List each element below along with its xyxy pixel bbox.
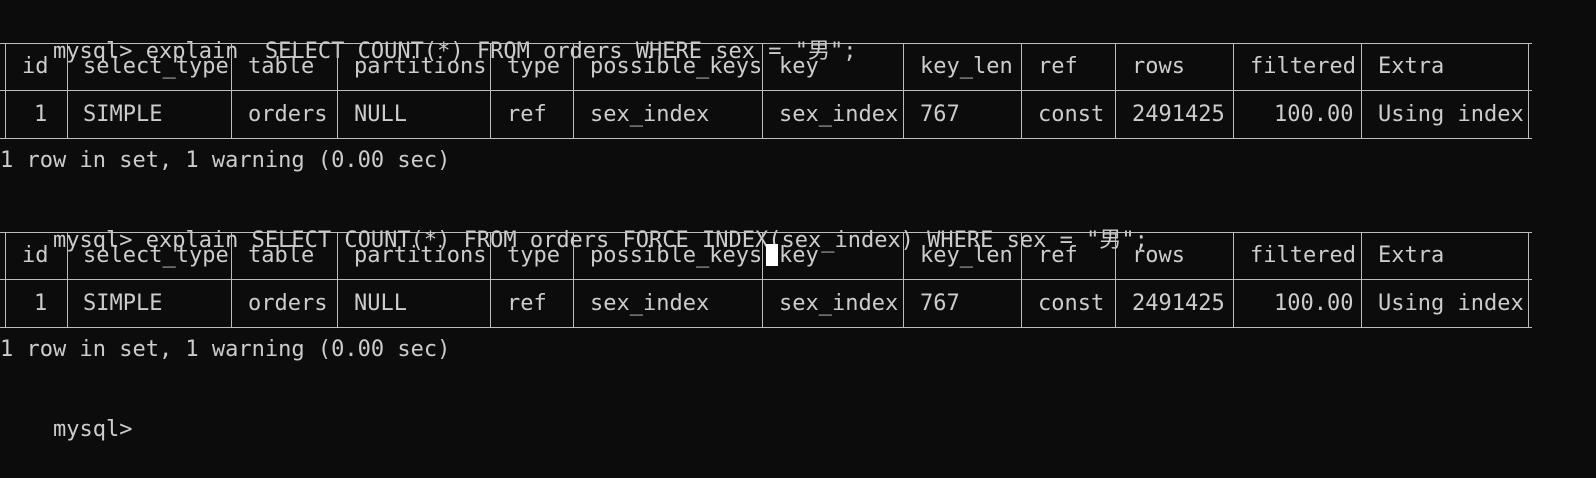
query-text: explain SELECT COUNT(*) FROM orders FORC… [132, 228, 1148, 253]
data-cell: ref [507, 291, 547, 316]
table-border-mid [0, 90, 1532, 91]
header-cell: id [22, 243, 49, 268]
command-line-input[interactable]: mysql> [0, 382, 132, 442]
table-border-top [0, 232, 1532, 233]
header-cell: Extra [1378, 54, 1445, 79]
table-border-top [0, 43, 1532, 44]
result-summary-2: 1 row in set, 1 warning (0.00 sec) [0, 337, 451, 362]
header-cell: partitions [354, 243, 487, 268]
data-cell: NULL [354, 102, 407, 127]
data-cell: sex_index [590, 102, 710, 127]
data-cell: ref [507, 102, 547, 127]
header-cell: type [507, 243, 560, 268]
header-cell: table [248, 243, 315, 268]
table-border-bottom [0, 138, 1532, 139]
header-cell: select_type [83, 243, 229, 268]
header-cell: rows [1132, 243, 1185, 268]
command-line-1: mysql> explain SELECT COUNT(*) FROM orde… [0, 4, 856, 64]
data-cell: SIMPLE [83, 102, 163, 127]
data-cell: orders [248, 102, 328, 127]
data-cell: 1 [34, 291, 48, 316]
header-cell: partitions [354, 54, 487, 79]
header-cell: possible_keys [590, 243, 763, 268]
data-cell: 2491425 [1132, 291, 1225, 316]
data-cell: 2491425 [1132, 102, 1225, 127]
header-cell: possible_keys [590, 54, 763, 79]
data-cell: const [1038, 102, 1105, 127]
data-cell: const [1038, 291, 1105, 316]
table-border-bottom [0, 327, 1532, 328]
data-cell: 767 [920, 102, 960, 127]
header-cell: filtered [1250, 243, 1356, 268]
command-line-2: mysql> explain SELECT COUNT(*) FROM orde… [0, 193, 1148, 253]
header-cell: ref [1038, 54, 1078, 79]
data-cell: Using index [1378, 291, 1524, 316]
header-cell: select_type [83, 54, 229, 79]
data-cell: sex_index [779, 291, 899, 316]
table-border-mid [0, 279, 1532, 280]
result-summary-1: 1 row in set, 1 warning (0.00 sec) [0, 148, 451, 173]
prompt: mysql> [52, 417, 133, 442]
data-cell: 100.00 [1274, 102, 1354, 127]
header-cell: type [507, 54, 560, 79]
data-cell: NULL [354, 291, 407, 316]
data-cell: 1 [34, 102, 48, 127]
header-cell: table [248, 54, 315, 79]
text-cursor [766, 244, 778, 266]
terminal-window[interactable]: mysql> explain SELECT COUNT(*) FROM orde… [0, 0, 1596, 442]
data-cell: sex_index [590, 291, 710, 316]
header-cell: Extra [1378, 243, 1445, 268]
header-cell: key [779, 54, 819, 79]
data-cell: Using index [1378, 102, 1524, 127]
header-cell: key [779, 243, 819, 268]
header-cell: id [22, 54, 49, 79]
data-cell: 100.00 [1274, 291, 1354, 316]
header-cell: rows [1132, 54, 1185, 79]
header-cell: ref [1038, 243, 1078, 268]
data-cell: SIMPLE [83, 291, 163, 316]
data-cell: sex_index [779, 102, 899, 127]
header-cell: key_len [920, 54, 1013, 79]
header-cell: key_len [920, 243, 1013, 268]
data-cell: 767 [920, 291, 960, 316]
data-cell: orders [248, 291, 328, 316]
header-cell: filtered [1250, 54, 1356, 79]
